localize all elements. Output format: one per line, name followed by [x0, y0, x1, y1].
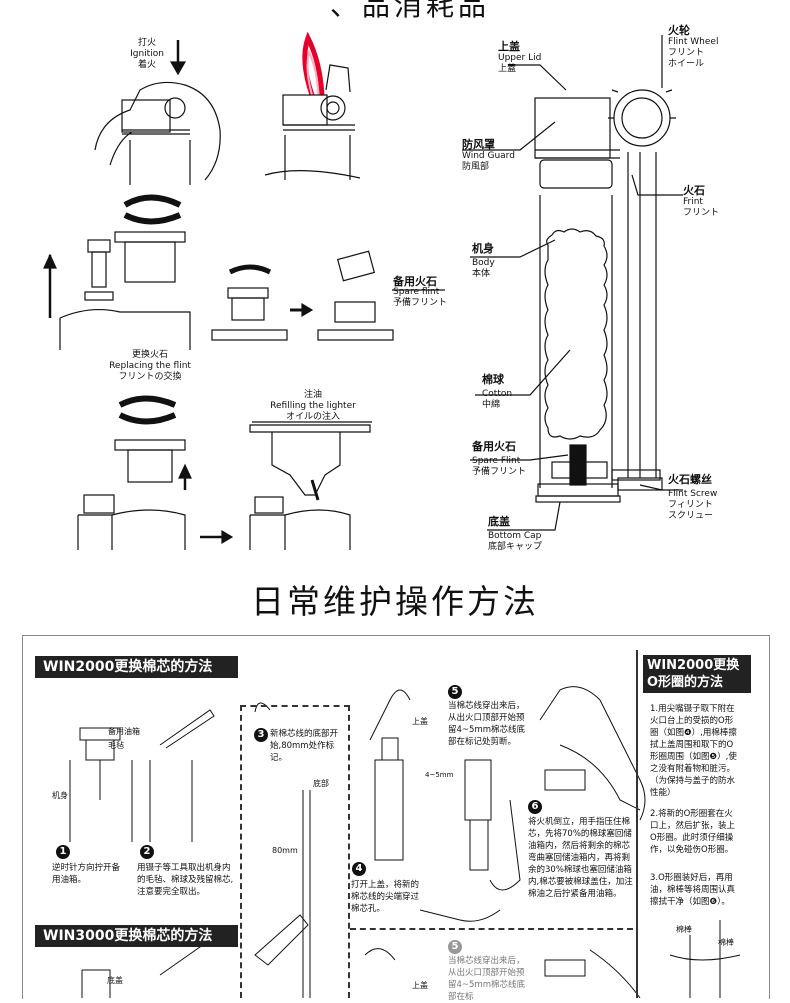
oring-step-1: 1.用尖嘴镊子取下附在火口台上的受损的O形圈（如图❹）,用棉棒擦拭上盖周围和取下… [650, 704, 737, 798]
label-upper-cover-2: 上盖 [412, 981, 428, 990]
step-5-marker: 5 [448, 685, 462, 699]
flame-illustration [264, 31, 361, 180]
step-5b-marker: 5 [448, 940, 462, 954]
win2000-wick-banner: WIN2000更换棉芯的方法 [35, 656, 238, 678]
ignition-illustration [94, 40, 221, 185]
spare-flint-small-label: 备用火石 Spare flint 予備フリント [393, 275, 448, 308]
step-6-marker: 6 [528, 800, 542, 814]
oring-step-3: 3.O形圈装好后，再用油，棉棒等将周围认真擦拭干净（如图❻）。 [650, 873, 736, 907]
label-cotton-stick: 棉棒 [676, 925, 692, 934]
label-bottom-cap: 底盖 [107, 976, 123, 985]
step-3-text: 新棉芯线的底部开始,80mm处作标记。 [270, 729, 339, 763]
step-4-text: 打开上盖，将新的棉芯线的尖端穿过棉芯孔。 [351, 880, 420, 914]
step-5-text: 当棉芯线穿出来后，从出火口顶部开始预留4~5mm棉芯线底部在标记处剪断。 [448, 701, 525, 747]
maintenance-panel [22, 635, 770, 999]
maintenance-illustrations [69, 686, 741, 998]
step-4-marker: 4 [352, 862, 366, 876]
part-spare-flint: 备用火石 Spare Flint 予備フリント [472, 440, 527, 477]
win3000-wick-banner: WIN3000更换棉芯的方法 [35, 925, 238, 947]
separator-dashed-3 [350, 928, 633, 930]
step-3-marker: 3 [254, 728, 268, 742]
separator-line-right [636, 650, 638, 998]
step-6-text: 将火机倒立，用手指压住棉芯，先将70%的棉球塞回储油箱内，然后将剩余的棉芯弯曲塞… [528, 817, 633, 899]
step-5b-text: 当棉芯线穿出来后，从出火口顶部开始预留4~5mm棉芯线底部在标 [448, 956, 525, 1002]
label-body: 机身 [52, 791, 68, 800]
part-bottom-cap: 底盖 Bottom Cap 底部キャップ [488, 515, 543, 552]
label-b-cotton-stick: 棉棒 [718, 938, 734, 947]
part-wind-guard: 防风罩 Wind Guard 防風部 [462, 138, 515, 172]
part-body: 机身 Body 本体 [472, 242, 495, 279]
part-flint: 火石 Frint フリント [683, 184, 720, 218]
exploded-lighter [252, 35, 683, 531]
separator-dashed-top [240, 705, 350, 707]
label-spare-tank: 备用油箱 [108, 727, 140, 736]
label-4-5mm: 4~5mm [425, 771, 454, 779]
label-80mm: 80mm [272, 846, 298, 855]
step-2-marker: 2 [140, 845, 154, 859]
section-title: 日常维护操作方法 [251, 582, 539, 621]
label-felt: 毛毡 [108, 741, 124, 750]
separator-dashed-1 [240, 705, 242, 998]
replace-flint-illustration [43, 194, 394, 350]
part-flint-wheel: 火轮 Flint Wheel フリント ホイール [668, 24, 719, 69]
refill-illustration [77, 395, 371, 550]
label-bottom: 底部 [313, 779, 329, 788]
win2000-oring-banner: WIN2000更换 O形圈的方法 [643, 655, 751, 693]
top-title-partial: 、品消耗品 [330, 0, 491, 22]
part-flint-screw: 火石螺丝 Flint Screw フィリント スクリュー [668, 473, 718, 521]
separator-dashed-2 [348, 705, 350, 998]
part-upper-lid: 上盖 Upper Lid 上蓋 [498, 40, 542, 74]
step-2-text: 用镊子等工具取出机身内的毛毡、棉球及残留棉芯,注意要完全取出。 [137, 863, 234, 897]
oring-step-2: 2.将新的O形圈套在火口上，然后扩张，装上O形圈。此时须仔细操作，以免碰伤O形圈… [650, 809, 736, 855]
step-1-text: 逆时针方向拧开备用油箱。 [52, 863, 121, 885]
step-1-marker: 1 [56, 845, 70, 859]
label-upper-cover: 上盖 [412, 717, 428, 726]
part-cotton: 棉球 Cotton 中綿 [482, 373, 513, 410]
